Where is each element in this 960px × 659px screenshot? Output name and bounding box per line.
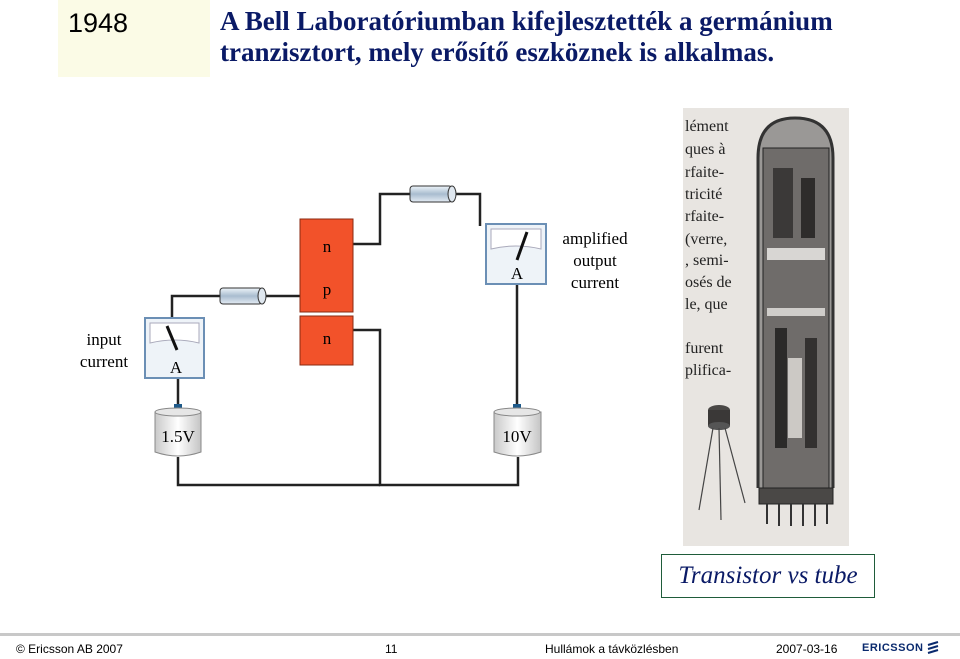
vacuum-tube-icon [756,116,835,526]
title-line-2: tranzisztort, mely erősítő eszköznek is … [220,37,775,67]
svg-text:ques à: ques à [685,141,725,158]
transistor-npn: n p n [299,218,354,366]
ammeter-output: A [485,223,547,285]
layer-label-p: p [323,280,332,299]
layer-label-n-top: n [323,237,332,256]
ammeter-input: A [144,317,205,379]
output-label-line-3: current [571,273,619,292]
output-label-line-2: output [573,251,617,270]
transistor-lower-block [299,315,354,366]
title-line-1: A Bell Laboratóriumban kifejlesztették a… [220,6,833,36]
caption-box: Transistor vs tube [661,554,875,598]
svg-text:le, que: le, que [685,296,728,313]
footer-course-title: Hullámok a távközlésben [545,642,679,656]
output-label-line-1: amplified [562,229,628,248]
small-transistor-icon [698,405,746,521]
transistor-circuit-diagram: n p n A A 1.5V 10V input c [80,185,628,487]
svg-text:, semi-: , semi- [685,252,729,269]
logo-text: ERICSSON [862,642,924,654]
resistor-output [409,185,457,203]
svg-text:lément: lément [685,118,729,135]
tube-transistor-photo: lément ques à rfaite- tricité rfaite- (v… [683,108,849,546]
input-label-line-1: input [87,330,122,349]
ericsson-logo: ERICSSON [862,640,940,656]
svg-text:(verre,: (verre, [685,231,727,248]
ammeter-input-unit: A [170,358,183,377]
output-current-label: amplified output current [562,229,628,292]
svg-text:rfaite-: rfaite- [685,208,724,225]
input-current-label: input current [80,330,128,371]
svg-text:plifica-: plifica- [685,362,731,379]
slide-title: A Bell Laboratóriumban kifejlesztették a… [220,6,940,68]
circuit-wires [170,192,520,487]
ericsson-logo-icon [928,641,939,654]
svg-text:tricité: tricité [685,186,722,203]
battery-output-voltage: 10V [502,427,532,446]
svg-text:furent: furent [685,340,724,357]
footer-divider [0,633,960,636]
battery-output: 10V [493,404,542,457]
input-label-line-2: current [80,352,128,371]
battery-input-voltage: 1.5V [161,427,195,446]
svg-text:osés de: osés de [685,274,732,291]
footer-page-number: 11 [385,642,398,656]
transistor-upper-block [299,218,354,313]
footer-copyright: © Ericsson AB 2007 [16,642,123,656]
layer-label-n-bottom: n [323,329,332,348]
battery-input: 1.5V [154,404,202,457]
year-label: 1948 [58,0,210,77]
footer-date: 2007-03-16 [776,642,838,656]
resistor-input [219,287,267,305]
ammeter-output-unit: A [511,264,524,283]
photo-background-text: lément ques à rfaite- tricité rfaite- (v… [685,118,732,379]
svg-text:rfaite-: rfaite- [685,164,724,181]
